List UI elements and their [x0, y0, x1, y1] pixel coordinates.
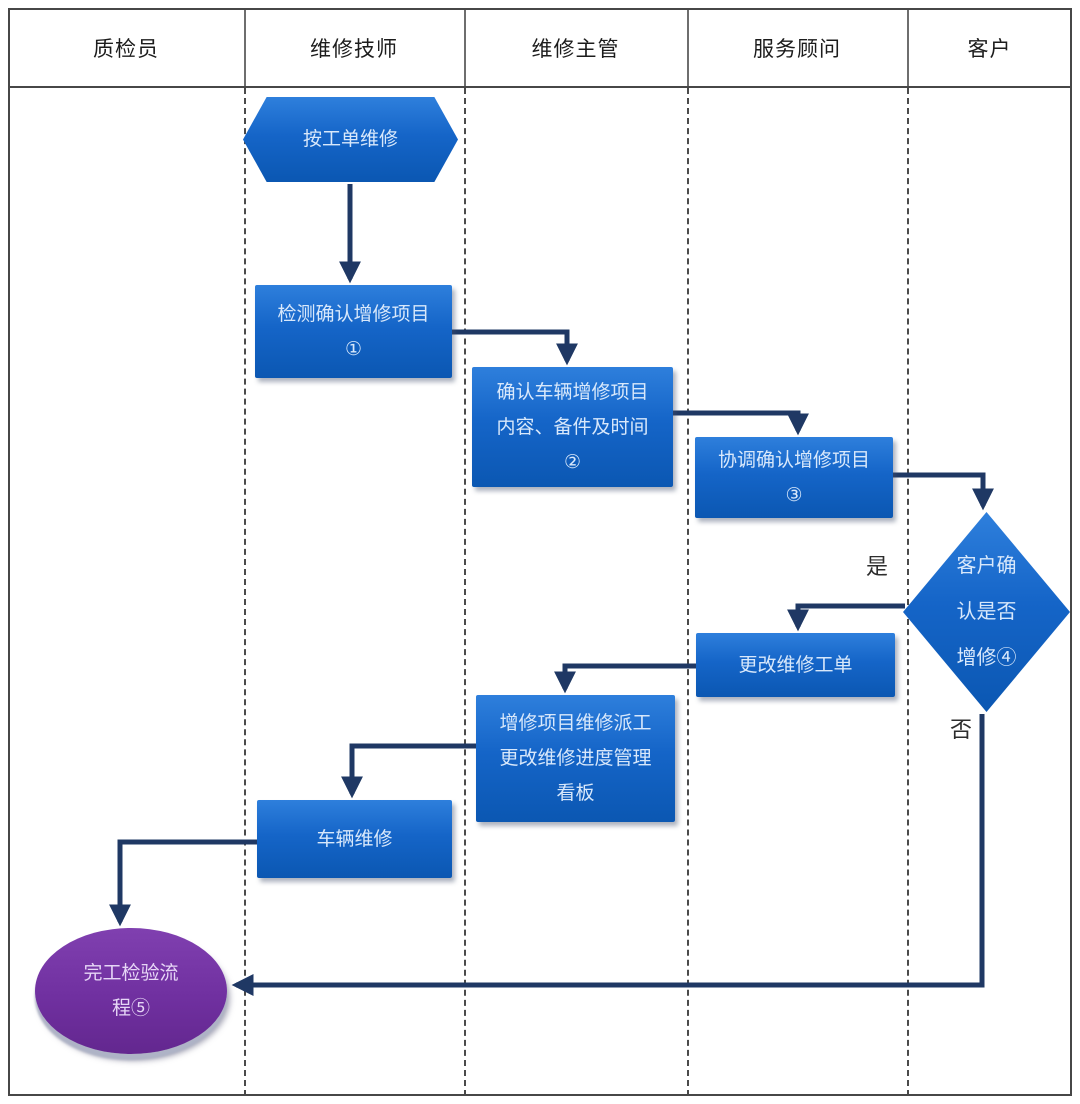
header-divider [244, 8, 246, 88]
node-coordinate-confirm-items: 协调确认增修项目 ③ [695, 437, 893, 518]
node-completion-inspection-process: 完工检验流 程⑤ [35, 928, 227, 1054]
edge-label-yes: 是 [866, 554, 889, 579]
lane-header-repair-technician: 维修技师 [310, 38, 398, 61]
node-change-work-order: 更改维修工单 [696, 633, 895, 697]
node-start-repair-per-workorder: 按工单维修 [243, 97, 458, 182]
edge-label-no: 否 [950, 717, 973, 742]
lane-divider [687, 88, 689, 1096]
lane-header-row [8, 8, 1072, 88]
lane-header-repair-supervisor: 维修主管 [531, 38, 620, 61]
node-vehicle-repair: 车辆维修 [257, 800, 452, 878]
header-divider [687, 8, 689, 88]
node-confirm-items-parts-time: 确认车辆增修项目 内容、备件及时间 ② [472, 367, 673, 487]
header-divider [464, 8, 466, 88]
node-dispatch-update-board: 增修项目维修派工 更改维修进度管理 看板 [476, 695, 675, 822]
lane-divider [464, 88, 466, 1096]
lane-header-customer: 客户 [967, 38, 1012, 61]
lane-header-service-advisor: 服务顾问 [753, 38, 841, 61]
lane-header-quality-inspector: 质检员 [93, 38, 159, 61]
lane-divider [907, 88, 909, 1096]
node-inspect-confirm-additional-items: 检测确认增修项目 ① [255, 285, 452, 378]
chart-border [8, 8, 1072, 1096]
lane-divider [244, 88, 246, 1096]
header-divider [907, 8, 909, 88]
